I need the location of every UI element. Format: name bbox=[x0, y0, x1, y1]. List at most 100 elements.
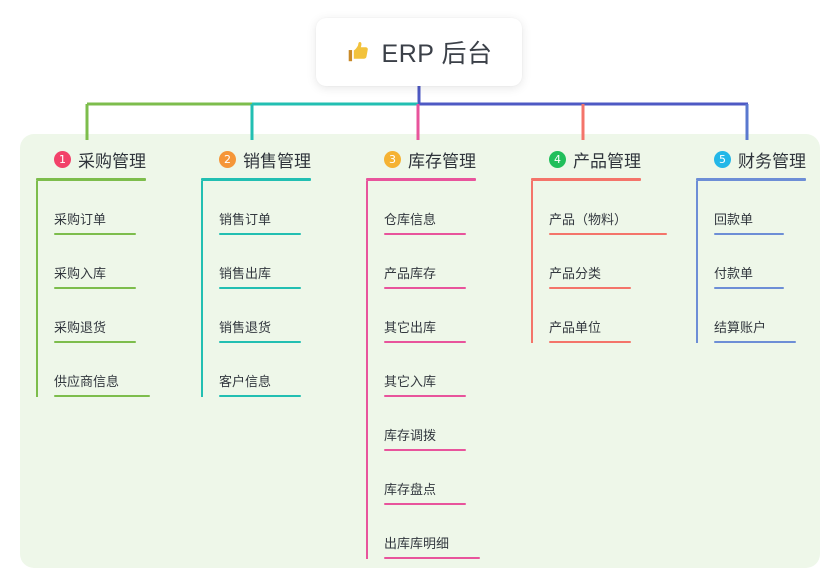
leaf-item[interactable]: 销售退货 bbox=[201, 289, 311, 343]
leaf-item[interactable]: 采购入库 bbox=[36, 235, 150, 289]
leaf-item[interactable]: 销售出库 bbox=[201, 235, 311, 289]
root-title: ERP 后台 bbox=[381, 40, 493, 68]
leaf-item-rule bbox=[714, 233, 784, 235]
leaf-item-rule bbox=[219, 287, 301, 289]
column-badge-1: 1 bbox=[54, 150, 71, 168]
leaf-item-label: 采购退货 bbox=[54, 320, 107, 335]
leaf-item[interactable]: 客户信息 bbox=[201, 343, 311, 397]
diagram-panel bbox=[20, 134, 820, 568]
leaf-item[interactable]: 供应商信息 bbox=[36, 343, 150, 397]
leaf-item[interactable]: 销售订单 bbox=[201, 181, 311, 235]
column-rule-2 bbox=[201, 178, 311, 181]
leaf-item-rule bbox=[384, 449, 466, 451]
column-spine-5 bbox=[696, 181, 698, 343]
column-rule-1 bbox=[36, 178, 146, 181]
leaf-item-rule bbox=[549, 341, 631, 343]
leaf-item-label: 付款单 bbox=[714, 266, 754, 281]
leaf-item-rule bbox=[714, 341, 796, 343]
leaf-item-label: 出库库明细 bbox=[384, 536, 450, 551]
leaf-item-label: 产品（物料） bbox=[549, 212, 628, 227]
leaf-item-rule bbox=[384, 341, 466, 343]
leaf-item[interactable]: 产品单位 bbox=[531, 289, 667, 343]
leaf-item[interactable]: 出库库明细 bbox=[366, 505, 480, 559]
leaf-item-rule bbox=[54, 233, 136, 235]
column-spine-1 bbox=[36, 181, 38, 397]
column-spine-2 bbox=[201, 181, 203, 397]
leaf-item-label: 销售订单 bbox=[219, 212, 272, 227]
leaf-item-label: 供应商信息 bbox=[54, 374, 120, 389]
leaf-item-label: 回款单 bbox=[714, 212, 754, 227]
column-rule-3 bbox=[366, 178, 476, 181]
leaf-item[interactable]: 其它入库 bbox=[366, 343, 480, 397]
column-badge-2: 2 bbox=[219, 150, 236, 168]
leaf-item-rule bbox=[219, 395, 301, 397]
leaf-item-label: 销售出库 bbox=[219, 266, 272, 281]
leaf-item-rule bbox=[384, 503, 466, 505]
leaf-item[interactable]: 产品分类 bbox=[531, 235, 667, 289]
column-3: 3 库存管理仓库信息产品库存其它出库其它入库库存调拨库存盘点出库库明细 bbox=[366, 146, 480, 559]
column-spine-3 bbox=[366, 181, 368, 559]
leaf-item-rule bbox=[54, 341, 136, 343]
leaf-item[interactable]: 回款单 bbox=[696, 181, 806, 235]
leaf-item-rule bbox=[549, 233, 667, 235]
column-items-2: 销售订单销售出库销售退货客户信息 bbox=[201, 181, 311, 397]
leaf-item[interactable]: 产品（物料） bbox=[531, 181, 667, 235]
leaf-item-label: 库存调拨 bbox=[384, 428, 437, 443]
column-rule-5 bbox=[696, 178, 806, 181]
leaf-item-rule bbox=[219, 233, 301, 235]
column-title-4: 产品管理 bbox=[573, 151, 641, 171]
leaf-item-rule bbox=[384, 395, 466, 397]
leaf-item-label: 采购入库 bbox=[54, 266, 107, 281]
leaf-item[interactable]: 产品库存 bbox=[366, 235, 480, 289]
column-1: 1 采购管理采购订单采购入库采购退货供应商信息 bbox=[36, 146, 150, 397]
column-items-1: 采购订单采购入库采购退货供应商信息 bbox=[36, 181, 150, 397]
leaf-item-label: 其它入库 bbox=[384, 374, 437, 389]
leaf-item-label: 产品分类 bbox=[549, 266, 602, 281]
leaf-item[interactable]: 其它出库 bbox=[366, 289, 480, 343]
leaf-item-rule bbox=[384, 557, 480, 559]
column-header-3[interactable]: 3 库存管理 bbox=[366, 146, 480, 172]
column-header-1[interactable]: 1 采购管理 bbox=[36, 146, 150, 172]
leaf-item-label: 结算账户 bbox=[714, 320, 767, 335]
leaf-item-label: 采购订单 bbox=[54, 212, 107, 227]
leaf-item-rule bbox=[219, 341, 301, 343]
column-badge-4: 4 bbox=[549, 150, 566, 168]
column-items-3: 仓库信息产品库存其它出库其它入库库存调拨库存盘点出库库明细 bbox=[366, 181, 480, 559]
column-header-2[interactable]: 2 销售管理 bbox=[201, 146, 311, 172]
thumbs-up-icon bbox=[346, 39, 372, 65]
column-title-5: 财务管理 bbox=[738, 151, 806, 171]
column-header-5[interactable]: 5 财务管理 bbox=[696, 146, 806, 172]
column-spine-4 bbox=[531, 181, 533, 343]
leaf-item[interactable]: 库存盘点 bbox=[366, 451, 480, 505]
leaf-item-rule bbox=[54, 287, 136, 289]
column-badge-3: 3 bbox=[384, 150, 401, 168]
column-2: 2 销售管理销售订单销售出库销售退货客户信息 bbox=[201, 146, 311, 397]
leaf-item[interactable]: 库存调拨 bbox=[366, 397, 480, 451]
column-items-5: 回款单付款单结算账户 bbox=[696, 181, 806, 343]
column-title-1: 采购管理 bbox=[78, 151, 146, 171]
leaf-item-rule bbox=[549, 287, 631, 289]
leaf-item[interactable]: 结算账户 bbox=[696, 289, 806, 343]
leaf-item[interactable]: 采购退货 bbox=[36, 289, 150, 343]
leaf-item-rule bbox=[384, 287, 466, 289]
column-title-2: 销售管理 bbox=[243, 151, 311, 171]
column-header-4[interactable]: 4 产品管理 bbox=[531, 146, 667, 172]
root-node[interactable]: ERP 后台 bbox=[316, 18, 522, 86]
leaf-item-rule bbox=[384, 233, 466, 235]
leaf-item-rule bbox=[714, 287, 784, 289]
leaf-item-rule bbox=[54, 395, 150, 397]
leaf-item-label: 销售退货 bbox=[219, 320, 272, 335]
leaf-item[interactable]: 仓库信息 bbox=[366, 181, 480, 235]
column-5: 5 财务管理回款单付款单结算账户 bbox=[696, 146, 806, 343]
column-title-3: 库存管理 bbox=[408, 151, 476, 171]
column-rule-4 bbox=[531, 178, 641, 181]
leaf-item-label: 仓库信息 bbox=[384, 212, 437, 227]
leaf-item-label: 库存盘点 bbox=[384, 482, 437, 497]
leaf-item[interactable]: 付款单 bbox=[696, 235, 806, 289]
leaf-item[interactable]: 采购订单 bbox=[36, 181, 150, 235]
column-badge-5: 5 bbox=[714, 150, 731, 168]
leaf-item-label: 其它出库 bbox=[384, 320, 437, 335]
column-items-4: 产品（物料） 产品分类产品单位 bbox=[531, 181, 667, 343]
leaf-item-label: 产品库存 bbox=[384, 266, 437, 281]
